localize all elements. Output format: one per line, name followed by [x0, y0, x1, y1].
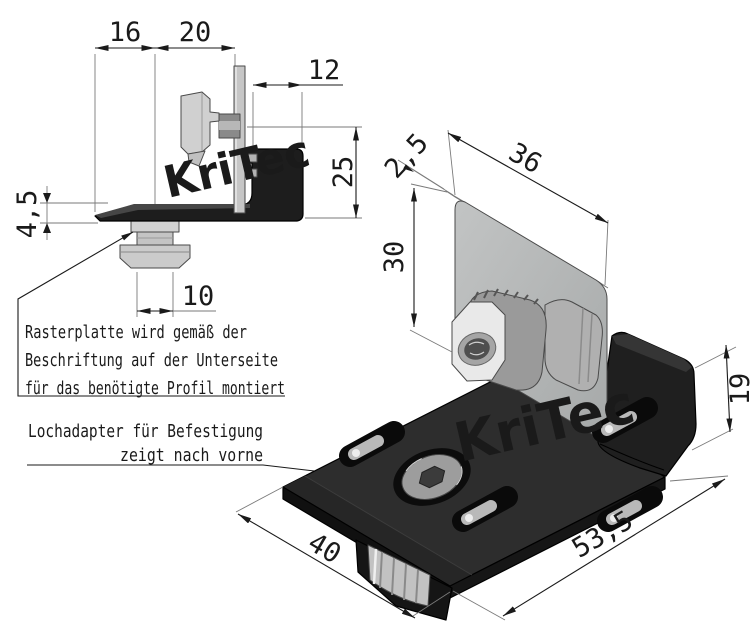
clamp-knob-iso — [451, 288, 603, 392]
side-view-dimensions: 16 20 12 25 4,5 10 — [12, 17, 359, 314]
slot-1 — [339, 421, 405, 467]
side-view: 16 20 12 25 4,5 10 — [12, 17, 362, 317]
dim-label-20: 20 — [179, 17, 212, 48]
dim-label-16: 16 — [109, 17, 142, 48]
note2-line1: Lochadapter für Befestigung — [28, 421, 263, 442]
note2-line2: zeigt nach vorne — [120, 445, 263, 466]
dim-label-30: 30 — [379, 241, 410, 274]
note1-arrow — [121, 232, 133, 241]
note-lochadapter: Lochadapter für Befestigung zeigt nach v… — [28, 421, 263, 466]
dim-label-2-5: 2,5 — [379, 128, 435, 185]
t-nut-side — [119, 220, 191, 269]
hex-socket — [418, 465, 446, 489]
dim-label-25: 25 — [328, 156, 359, 189]
dim-label-19: 19 — [725, 373, 750, 406]
knurl-ticks — [473, 288, 539, 305]
note1-line1: Rasterplatte wird gemäß der — [25, 322, 247, 343]
slot-2 — [452, 486, 518, 532]
clamp-knob-side — [180, 91, 241, 167]
dim-label-36: 36 — [503, 137, 547, 180]
dim-label-40: 40 — [302, 527, 346, 570]
iso-view: 36 2,5 30 19 40 53,5 — [235, 128, 750, 621]
dim-label-4-5: 4,5 — [12, 190, 43, 239]
raster-plate-side — [233, 65, 246, 214]
annotations: Rasterplatte wird gemäß der Beschriftung… — [17, 231, 402, 487]
note1-line2: Beschriftung auf der Unterseite — [25, 350, 278, 371]
iso-wall-top-face — [612, 334, 692, 372]
knob-bushing — [544, 299, 603, 392]
dim-label-12: 12 — [308, 55, 341, 86]
note-rasterplatte: Rasterplatte wird gemäß der Beschriftung… — [25, 322, 285, 399]
bracket-top-face — [95, 204, 250, 218]
bracket-side — [94, 148, 304, 222]
dim-label-10: 10 — [182, 281, 215, 312]
note1-line3: für das benötigte Profil montiert — [25, 378, 285, 399]
note1-leader — [17, 231, 285, 397]
slot-4 — [592, 397, 658, 443]
